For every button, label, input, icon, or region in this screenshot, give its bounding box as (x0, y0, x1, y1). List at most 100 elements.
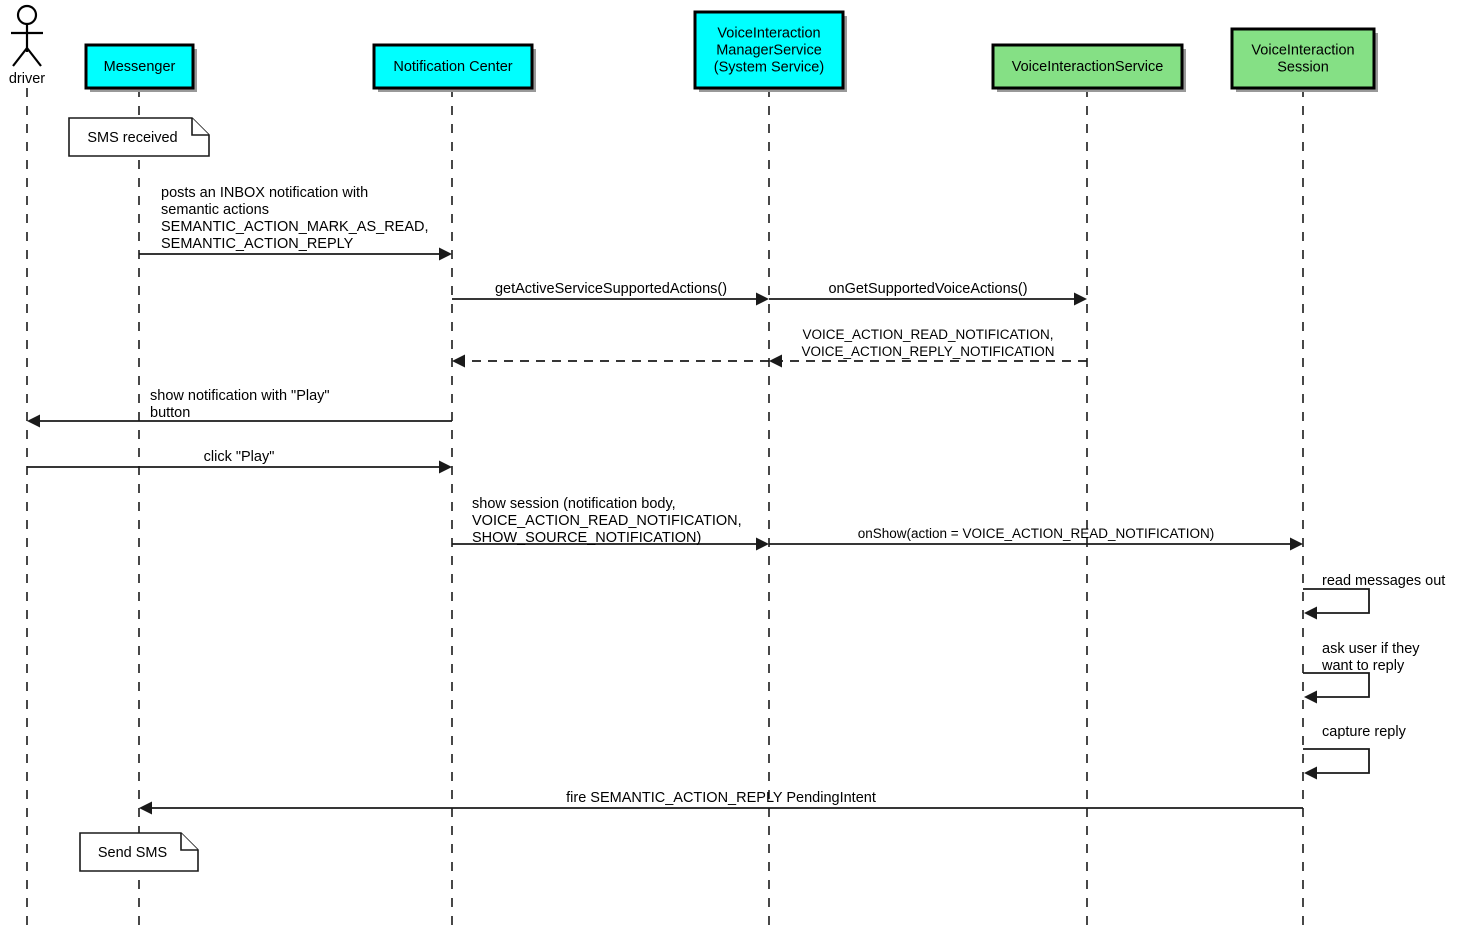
message-arrowhead-icon (756, 537, 769, 551)
message-arrowhead-icon (439, 247, 452, 261)
note-label: Send SMS (98, 845, 167, 861)
message-msg-return-voice-actions-to-vims: VOICE_ACTION_READ_NOTIFICATION, VOICE_ACT… (769, 327, 1087, 368)
participant-voice-interaction-service[interactable]: VoiceInteractionService (991, 43, 1186, 92)
message-label-msg-get-active-service-supported-actions-line: getActiveServiceSupportedActions() (495, 281, 727, 297)
message-label-msg-return-voice-actions-to-vims-line: VOICE_ACTION_REPLY_NOTIFICATION (801, 344, 1054, 359)
message-msg-show-session: show session (notification body,VOICE_AC… (452, 496, 769, 551)
self-message-path (1303, 672, 1370, 698)
message-arrowhead-icon (1074, 292, 1087, 306)
participant-label-voice-interaction-session-line: VoiceInteraction (1251, 43, 1354, 59)
message-label-msg-fire-semantic-action-reply-pendingintent-line: fire SEMANTIC_ACTION_REPLY PendingIntent (566, 790, 876, 806)
self-message-self-capture-reply: capture reply (1303, 724, 1407, 780)
message-label-msg-fire-semantic-action-reply-pendingintent: fire SEMANTIC_ACTION_REPLY PendingIntent (566, 790, 876, 806)
message-label-msg-post-inbox-notification: posts an INBOX notification withsemantic… (161, 185, 429, 252)
message-arrowhead-icon (139, 801, 152, 815)
message-label-msg-post-inbox-notification-line: SEMANTIC_ACTION_REPLY (161, 236, 354, 252)
note-body (68, 117, 210, 157)
message-msg-fire-semantic-action-reply-pendingintent: fire SEMANTIC_ACTION_REPLY PendingIntent (139, 790, 1303, 815)
participant-label-voice-interaction-service-line: VoiceInteractionService (1012, 59, 1164, 75)
participant-box[interactable] (372, 43, 534, 90)
self-message-label-self-ask-user-if-they-want-to-reply-line: ask user if they (1322, 641, 1420, 657)
message-label-msg-return-voice-actions-to-vims: VOICE_ACTION_READ_NOTIFICATION, VOICE_ACT… (801, 327, 1054, 359)
message-label-msg-on-show-action-read-notification: onShow(action = VOICE_ACTION_READ_NOTIFI… (858, 526, 1214, 541)
message-label-msg-post-inbox-notification-line: semantic actions (161, 202, 269, 218)
note-fold-icon (191, 118, 209, 136)
messages-layer: posts an INBOX notification withsemantic… (27, 185, 1303, 815)
note-label: SMS received (87, 130, 177, 146)
participant-box[interactable] (991, 43, 1184, 90)
self-message-label-self-capture-reply: capture reply (1322, 724, 1407, 740)
message-msg-show-notification-with-play-button: show notification with "Play"button (27, 388, 452, 428)
participant-box[interactable] (84, 43, 195, 90)
participant-label-voice-interaction-manager-service-line: ManagerService (716, 43, 822, 59)
note-note-sms-received: SMS received (68, 117, 210, 157)
note-body (79, 832, 199, 872)
actor-leg-right-icon (26, 47, 42, 67)
self-message-arrowhead-icon (1304, 606, 1317, 620)
message-arrowhead-icon (756, 292, 769, 306)
self-message-label-self-read-messages-out: read messages out (1322, 573, 1445, 589)
message-label-msg-return-voice-actions-to-vims-line: VOICE_ACTION_READ_NOTIFICATION, (802, 327, 1053, 342)
message-msg-on-get-supported-voice-actions: onGetSupportedVoiceActions() (769, 281, 1087, 306)
participant-box[interactable] (1230, 27, 1376, 90)
message-arrowhead-icon (769, 354, 782, 368)
self-message-path (1303, 748, 1370, 774)
participant-label-voice-interaction-service: VoiceInteractionService (1012, 59, 1164, 75)
participant-messenger[interactable]: Messenger (84, 43, 197, 92)
actor-head-icon (16, 4, 38, 26)
message-label-msg-show-session-line: show session (notification body, (472, 496, 676, 512)
message-msg-on-show-action-read-notification: onShow(action = VOICE_ACTION_READ_NOTIFI… (769, 526, 1303, 551)
message-label-msg-show-session-line: VOICE_ACTION_READ_NOTIFICATION, (472, 513, 742, 529)
participant-label-voice-interaction-manager-service-line: (System Service) (714, 60, 824, 76)
participants-layer: driver Messenger Notification Center VoiceI… (9, 4, 1378, 92)
message-msg-get-active-service-supported-actions: getActiveServiceSupportedActions() (452, 281, 769, 306)
message-arrowhead-icon (1290, 537, 1303, 551)
participant-label-notification-center-line: Notification Center (393, 59, 512, 75)
message-msg-return-voice-actions-to-notification-center (452, 354, 769, 368)
self-message-path (1303, 588, 1370, 614)
message-label-msg-show-notification-with-play-button-line: button (150, 405, 190, 421)
message-msg-post-inbox-notification: posts an INBOX notification withsemantic… (139, 185, 452, 261)
participant-label-notification-center: Notification Center (393, 59, 512, 75)
message-label-msg-click-play: click "Play" (204, 449, 275, 465)
message-msg-click-play: click "Play" (27, 449, 452, 474)
self-message-label-self-read-messages-out-line: read messages out (1322, 573, 1445, 589)
self-message-arrowhead-icon (1304, 690, 1317, 704)
self-message-arrowhead-icon (1304, 766, 1317, 780)
note-note-send-sms: Send SMS (79, 832, 199, 872)
self-message-label-self-capture-reply-line: capture reply (1322, 724, 1407, 740)
participant-box[interactable] (693, 10, 845, 90)
participant-label-voice-interaction-session-line: Session (1277, 60, 1329, 76)
actor-driver[interactable]: driver (9, 4, 45, 87)
message-label-msg-post-inbox-notification-line: SEMANTIC_ACTION_MARK_AS_READ, (161, 219, 429, 235)
message-label-msg-show-session-line: SHOW_SOURCE_NOTIFICATION) (472, 530, 701, 546)
participant-label-voice-interaction-manager-service-line: VoiceInteraction (717, 26, 820, 42)
message-label-msg-on-get-supported-voice-actions: onGetSupportedVoiceActions() (828, 281, 1027, 297)
self-message-label-self-ask-user-if-they-want-to-reply-line: want to reply (1321, 658, 1405, 674)
message-label-msg-click-play-line: click "Play" (204, 449, 275, 465)
participant-notification-center[interactable]: Notification Center (372, 43, 536, 92)
lifelines-layer (26, 88, 1304, 929)
participant-label-messenger-line: Messenger (104, 59, 176, 75)
message-arrowhead-icon (452, 354, 465, 368)
message-label-msg-post-inbox-notification-line: posts an INBOX notification with (161, 185, 368, 201)
message-label-msg-on-show-action-read-notification-line: onShow(action = VOICE_ACTION_READ_NOTIFI… (858, 526, 1214, 541)
message-label-msg-show-notification-with-play-button-line: show notification with "Play" (150, 388, 330, 404)
message-arrowhead-icon (27, 414, 40, 428)
participant-label-messenger: Messenger (104, 59, 176, 75)
message-label-msg-show-notification-with-play-button: show notification with "Play"button (150, 388, 330, 421)
message-label-msg-on-get-supported-voice-actions-line: onGetSupportedVoiceActions() (828, 281, 1027, 297)
note-fold-icon (180, 833, 198, 851)
actor-label: driver (9, 71, 45, 87)
actor-leg-left-icon (12, 47, 28, 67)
self-message-self-read-messages-out: read messages out (1303, 573, 1445, 620)
